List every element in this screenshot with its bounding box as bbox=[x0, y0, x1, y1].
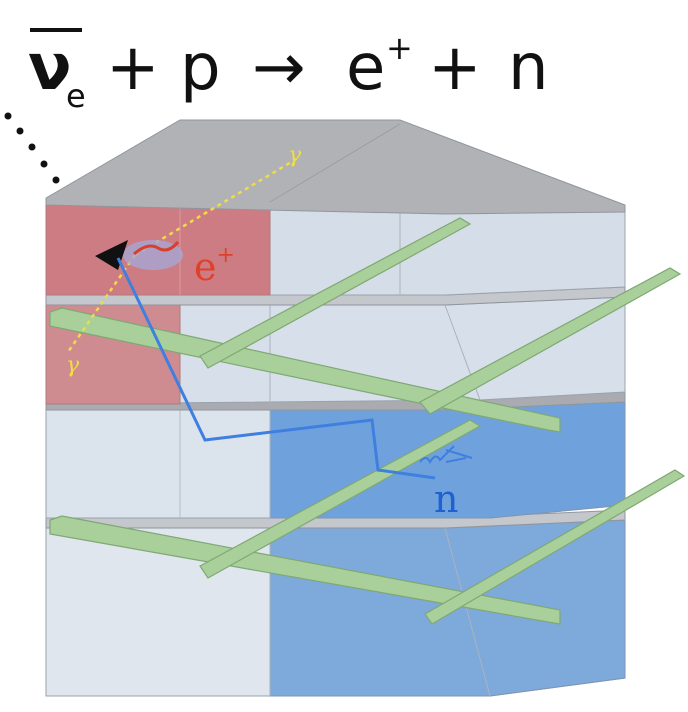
equation-neutrino-sub: e bbox=[66, 77, 86, 115]
equation-positron-sup: + bbox=[386, 29, 413, 67]
reaction-equation: ν e + p → e + + n bbox=[28, 18, 668, 112]
wavelength-shifter-rods bbox=[49, 217, 686, 625]
equation-positron: e bbox=[346, 31, 386, 105]
equation-plus-2: + bbox=[428, 31, 482, 105]
equation-neutron: n bbox=[508, 31, 549, 105]
gamma-label-bottom: γ bbox=[66, 353, 80, 378]
neutron-track bbox=[116, 257, 436, 480]
positron-label: e+ bbox=[194, 243, 235, 289]
positron-track bbox=[133, 241, 180, 256]
positron-blob bbox=[123, 240, 183, 270]
equation-proton: p bbox=[180, 31, 221, 105]
gamma-label-top: γ bbox=[288, 143, 302, 168]
neutron-label: n bbox=[434, 477, 458, 521]
equation-plus-1: + bbox=[106, 31, 160, 105]
neutron-capture-icon bbox=[419, 445, 473, 465]
detector-layer-1 bbox=[45, 119, 626, 296]
equation-neutrino: ν bbox=[28, 31, 72, 105]
equation-arrow: → bbox=[252, 31, 306, 105]
antineutrino-bar bbox=[30, 28, 82, 32]
